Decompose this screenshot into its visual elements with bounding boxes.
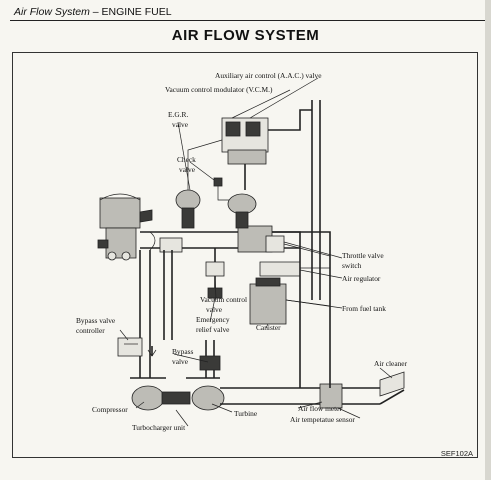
label-bypass-2: valve bbox=[172, 357, 189, 366]
turbocharger-unit bbox=[130, 377, 225, 411]
label-canister: Canister bbox=[256, 323, 281, 332]
canister bbox=[249, 277, 331, 325]
header-separator: – bbox=[92, 6, 99, 18]
label-egr-2: valve bbox=[172, 120, 189, 129]
label-bypass-ctrl-1: Bypass valve bbox=[76, 316, 116, 325]
page-title: AIR FLOW SYSTEM bbox=[171, 27, 320, 44]
label-egr-1: E.G.R. bbox=[168, 110, 188, 119]
label-vacuum-1: Vacuum control bbox=[200, 295, 247, 304]
label-air-flow-meter: Air flow meter bbox=[298, 404, 342, 413]
bypass-system bbox=[117, 250, 221, 378]
figure-reference: SEF102A bbox=[440, 449, 473, 458]
leader-lines bbox=[119, 77, 393, 427]
label-check-1: Check bbox=[177, 155, 196, 164]
label-compressor: Compressor bbox=[92, 405, 128, 414]
intake-manifold bbox=[140, 225, 320, 253]
label-turbocharger: Turbocharger unit bbox=[132, 423, 186, 432]
label-throttle-1: Throttle valve bbox=[342, 251, 384, 260]
throttle-air-regulator bbox=[259, 235, 331, 277]
label-air-temp-sensor: Air tempetatue sensor bbox=[290, 415, 355, 424]
diagram-frame bbox=[12, 52, 478, 458]
label-bypass-ctrl-2: controller bbox=[76, 326, 105, 335]
label-turbine: Turbine bbox=[234, 409, 258, 418]
egr-check-valves bbox=[175, 139, 257, 229]
aac-vcm-assembly bbox=[221, 100, 321, 300]
intake-duct bbox=[220, 231, 405, 409]
label-emergency-2: relief valve bbox=[196, 325, 230, 334]
label-emergency-1: Emergency bbox=[196, 315, 230, 324]
scan-edge bbox=[485, 0, 491, 480]
label-air-regulator: Air regulator bbox=[342, 274, 381, 283]
label-check-2: valve bbox=[179, 165, 196, 174]
label-aac-valve: Auxiliary air control (A.A.C.) valve bbox=[215, 71, 322, 80]
label-fuel-tank: From fuel tank bbox=[342, 304, 386, 313]
label-vacuum-2: valve bbox=[206, 305, 223, 314]
vacuum-relief-valves bbox=[205, 248, 225, 299]
header-chapter: ENGINE FUEL bbox=[101, 6, 172, 18]
label-vcm: Vacuum control modulator (V.C.M.) bbox=[165, 85, 273, 94]
header-section: Air Flow System bbox=[14, 6, 90, 18]
engine-block bbox=[97, 193, 153, 261]
header-rule bbox=[10, 20, 488, 21]
label-bypass-1: Bypass bbox=[172, 347, 193, 356]
label-throttle-2: switch bbox=[342, 261, 362, 270]
page-header: Air Flow System – ENGINE FUEL bbox=[14, 6, 172, 18]
label-air-cleaner: Air cleaner bbox=[374, 359, 408, 368]
